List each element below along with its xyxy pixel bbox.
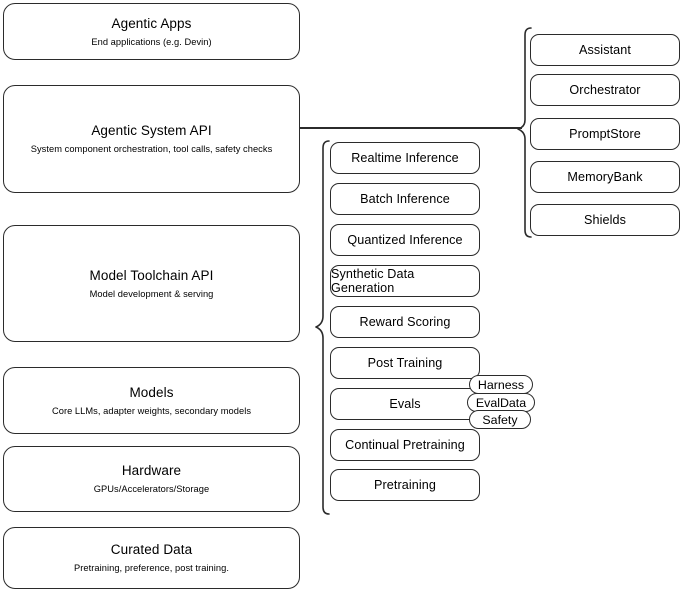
- component-box-realtime-inference[interactable]: Realtime Inference: [330, 142, 480, 174]
- component-box-quantized-inference[interactable]: Quantized Inference: [330, 224, 480, 256]
- layer-title-curated-data: Curated Data: [110, 542, 193, 557]
- evals-subcomponent-label-safety: Safety: [482, 412, 518, 427]
- evals-subcomponent-label-evaldata: EvalData: [475, 395, 527, 410]
- component-box-synthetic-data-generation[interactable]: Synthetic Data Generation: [330, 265, 480, 297]
- component-box-evals[interactable]: Evals: [330, 388, 480, 420]
- component-label-evals: Evals: [389, 397, 421, 411]
- layer-title-agentic-system-api: Agentic System API: [91, 123, 212, 138]
- layer-title-agentic-apps: Agentic Apps: [111, 15, 192, 31]
- component-box-promptstore[interactable]: PromptStore: [530, 118, 680, 150]
- component-box-reward-scoring[interactable]: Reward Scoring: [330, 306, 480, 338]
- layer-title-hardware: Hardware: [121, 463, 182, 478]
- component-label-batch-inference: Batch Inference: [360, 192, 450, 206]
- component-box-orchestrator[interactable]: Orchestrator: [530, 74, 680, 106]
- layer-subtitle-agentic-system-api: System component orchestration, tool cal…: [30, 144, 273, 154]
- component-label-promptstore: PromptStore: [569, 127, 641, 141]
- layer-box-curated-data[interactable]: Curated Data Pretraining, preference, po…: [3, 527, 300, 589]
- component-label-continual-pretraining: Continual Pretraining: [345, 438, 465, 452]
- layer-subtitle-models: Core LLMs, adapter weights, secondary mo…: [51, 405, 252, 416]
- layer-subtitle-model-toolchain-api: Model development & serving: [89, 288, 214, 299]
- component-label-post-training: Post Training: [367, 356, 443, 370]
- layer-box-agentic-apps[interactable]: Agentic Apps End applications (e.g. Devi…: [3, 3, 300, 60]
- component-label-quantized-inference: Quantized Inference: [347, 233, 463, 247]
- component-label-memorybank: MemoryBank: [567, 170, 643, 184]
- layer-box-agentic-system-api[interactable]: Agentic System API System component orch…: [3, 85, 300, 193]
- component-box-shields[interactable]: Shields: [530, 204, 680, 236]
- evals-subcomponent-harness[interactable]: Harness: [469, 375, 533, 394]
- layer-subtitle-agentic-apps: End applications (e.g. Devin): [91, 36, 212, 47]
- component-box-pretraining[interactable]: Pretraining: [330, 469, 480, 501]
- component-label-pretraining: Pretraining: [373, 478, 436, 492]
- component-label-synthetic-data-generation: Synthetic Data Generation: [331, 267, 415, 295]
- evals-subcomponent-safety[interactable]: Safety: [469, 410, 531, 429]
- component-label-assistant: Assistant: [579, 43, 631, 57]
- component-label-realtime-inference: Realtime Inference: [351, 151, 459, 165]
- component-box-assistant[interactable]: Assistant: [530, 34, 680, 66]
- component-label-shields: Shields: [583, 213, 626, 227]
- component-box-continual-pretraining[interactable]: Continual Pretraining: [330, 429, 480, 461]
- layer-title-models: Models: [129, 384, 174, 400]
- bracket-model-toolchain: [315, 140, 330, 515]
- evals-subcomponent-label-harness: Harness: [477, 377, 525, 392]
- layer-subtitle-curated-data: Pretraining, preference, post training.: [74, 563, 229, 573]
- bracket-agentic-system: [517, 27, 532, 238]
- component-box-batch-inference[interactable]: Batch Inference: [330, 183, 480, 215]
- component-label-reward-scoring: Reward Scoring: [359, 315, 451, 329]
- layer-box-hardware[interactable]: Hardware GPUs/Accelerators/Storage: [3, 446, 300, 512]
- component-box-memorybank[interactable]: MemoryBank: [530, 161, 680, 193]
- component-box-post-training[interactable]: Post Training: [330, 347, 480, 379]
- layer-title-model-toolchain-api: Model Toolchain API: [89, 267, 214, 283]
- layer-subtitle-hardware: GPUs/Accelerators/Storage: [93, 484, 210, 494]
- layer-box-models[interactable]: Models Core LLMs, adapter weights, secon…: [3, 367, 300, 434]
- evals-subcomponent-evaldata[interactable]: EvalData: [467, 393, 535, 412]
- component-label-orchestrator: Orchestrator: [569, 83, 641, 97]
- connector-agentic-system-api-to-components: [300, 127, 522, 129]
- layer-box-model-toolchain-api[interactable]: Model Toolchain API Model development & …: [3, 225, 300, 342]
